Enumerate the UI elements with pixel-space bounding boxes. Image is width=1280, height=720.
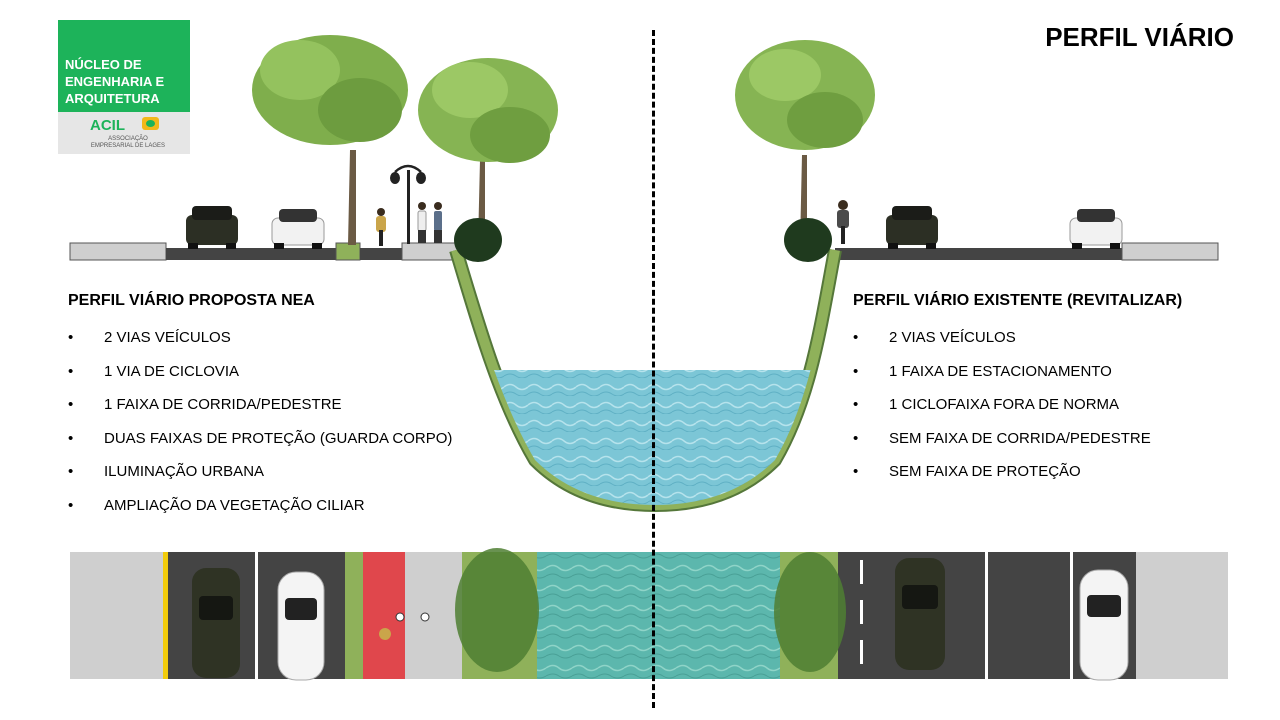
lamp-post-icon (420, 612, 430, 622)
logo-line-1: NÚCLEO DE (65, 57, 142, 72)
left-road-section (69, 242, 458, 261)
vegetation-icon (774, 552, 846, 672)
car-top-icon (277, 571, 325, 681)
plan-view (70, 552, 1228, 679)
river-water-plan (537, 552, 780, 679)
proposal-section: PERFIL VIÁRIO PROPOSTA NEA 2 VIAS VEÍCUL… (68, 292, 452, 530)
logo-text: NÚCLEO DE ENGENHARIA E ARQUITETURA (65, 56, 164, 107)
list-item: 1 FAIXA DE CORRIDA/PEDESTRE (68, 395, 452, 429)
page-title: PERFIL VIÁRIO (1045, 22, 1234, 52)
street-lamp-icon (390, 164, 426, 244)
car-front-icon (1069, 209, 1123, 249)
river-channel (449, 247, 842, 513)
existing-heading: PERFIL VIÁRIO EXISTENTE (REVITALIZAR) (853, 292, 1183, 309)
list-item: DUAS FAIXAS DE PROTEÇÃO (GUARDA CORPO) (68, 429, 452, 463)
car-top-icon (192, 568, 240, 678)
bush-icon (784, 218, 832, 262)
bush-icon (454, 218, 502, 262)
river-water (456, 370, 835, 505)
car-front-icon (186, 206, 238, 249)
acil-logo-text: ACIL (90, 117, 125, 134)
logo-line-2: ENGENHARIA E (65, 74, 165, 89)
proposal-list: 2 VIAS VEÍCULOS 1 VIA DE CICLOVIA 1 FAIX… (68, 328, 452, 530)
proposal-heading: PERFIL VIÁRIO PROPOSTA NEA (68, 292, 315, 309)
pedestrian-icon (434, 202, 442, 243)
acil-sun-inner (146, 120, 155, 127)
existing-list: 2 VIAS VEÍCULOS 1 FAIXA DE ESTACIONAMENT… (853, 328, 1182, 496)
car-front-icon (271, 209, 325, 249)
list-item: 1 VIA DE CICLOVIA (68, 362, 452, 396)
car-top-icon (895, 558, 945, 670)
car-front-icon (886, 206, 938, 249)
cyclist-icon (376, 208, 386, 246)
right-road-section (835, 242, 1219, 261)
list-item: 1 CICLOFAIXA FORA DE NORMA (853, 395, 1182, 429)
nea-logo: NÚCLEO DE ENGENHARIA E ARQUITETURA ACIL … (58, 20, 190, 154)
cyclist-icon (379, 628, 391, 640)
car-top-icon (1079, 569, 1129, 681)
list-item: AMPLIAÇÃO DA VEGETAÇÃO CILIAR (68, 496, 452, 530)
logo-grey-block (58, 112, 190, 154)
list-item: SEM FAIXA DE CORRIDA/PEDESTRE (853, 429, 1182, 463)
tree-icon (418, 58, 558, 245)
tree-icon (252, 35, 408, 245)
vegetation-icon (455, 548, 539, 672)
existing-section: PERFIL VIÁRIO EXISTENTE (REVITALIZAR) 2 … (853, 292, 1182, 496)
list-item: SEM FAIXA DE PROTEÇÃO (853, 462, 1182, 496)
logo-line-3: ARQUITETURA (65, 91, 160, 106)
cyclist-icon (837, 200, 849, 244)
list-item: 2 VIAS VEÍCULOS (853, 328, 1182, 362)
logo-green-block: NÚCLEO DE ENGENHARIA E ARQUITETURA (58, 20, 190, 112)
lamp-post-icon (395, 612, 405, 622)
list-item: 2 VIAS VEÍCULOS (68, 328, 452, 362)
list-item: ILUMINAÇÃO URBANA (68, 462, 452, 496)
tree-icon (735, 40, 875, 245)
acil-subtitle: ASSOCIAÇÃO EMPRESARIAL DE LAGES (90, 136, 166, 149)
list-item: 1 FAIXA DE ESTACIONAMENTO (853, 362, 1182, 396)
center-divider (652, 30, 655, 708)
pedestrian-icon (417, 202, 427, 243)
